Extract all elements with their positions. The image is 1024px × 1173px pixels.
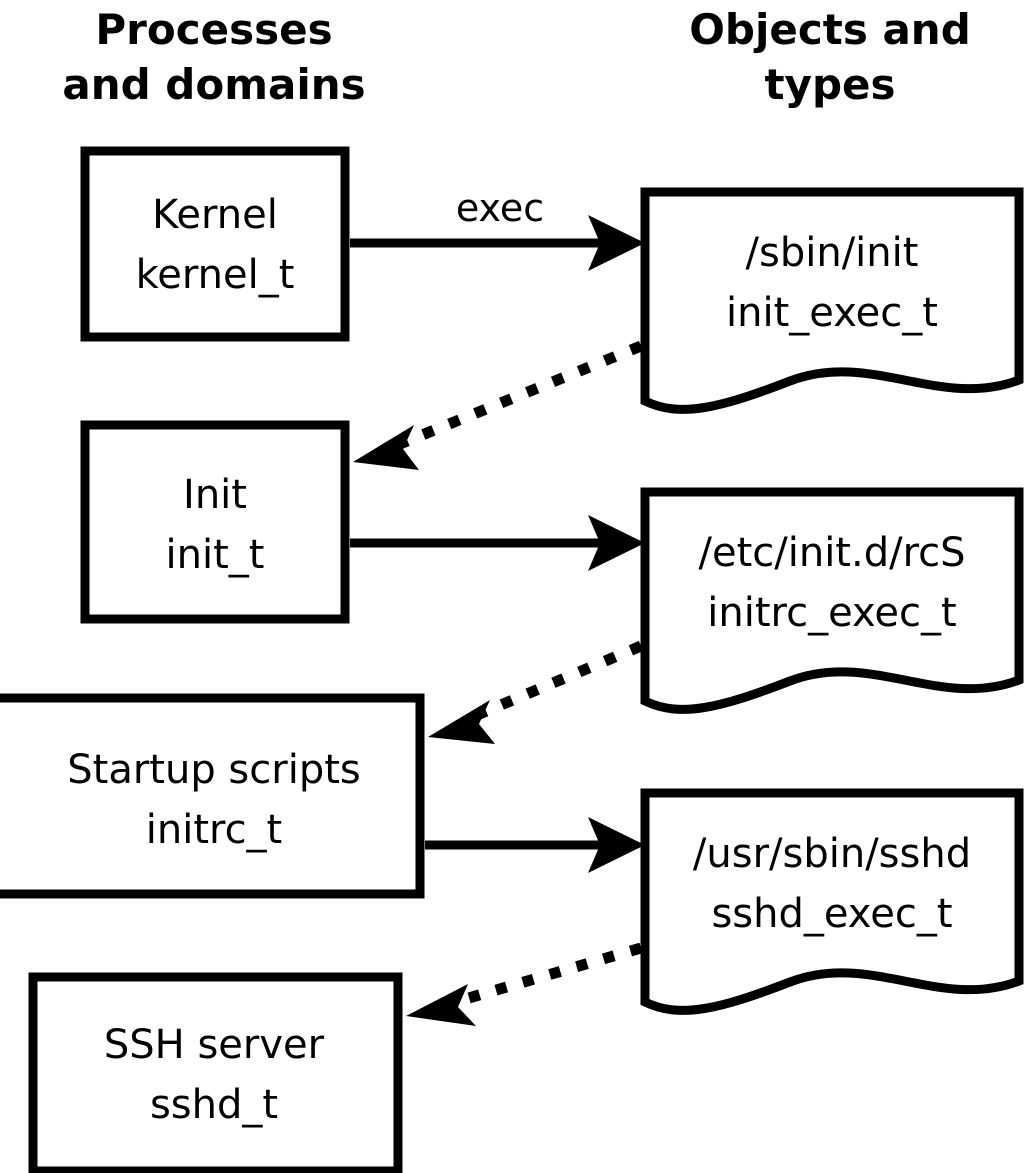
edge-init-to-initrc-exec (350, 515, 645, 571)
process-init-line1: Init (183, 472, 247, 518)
edge-label-exec: exec (456, 186, 544, 230)
arrowhead-initrc-transition (428, 700, 495, 744)
process-node-sshd[interactable]: SSH server sshd_t (28, 972, 403, 1173)
arrowhead-init-exec (588, 515, 645, 571)
process-init-line2: init_t (166, 532, 265, 578)
process-node-initrc[interactable]: Startup scripts initrc_t (0, 693, 425, 899)
process-sshd-line1: SSH server (104, 1022, 325, 1068)
header-objects-line2: types (764, 60, 895, 109)
process-kernel-line2: kernel_t (136, 252, 295, 298)
process-box-initrc[interactable] (0, 693, 425, 899)
edge-initrc-to-sshd-exec (425, 817, 645, 873)
edge-init-exec-to-init (353, 340, 644, 470)
edge-line-init-transition (397, 340, 644, 450)
edge-line-initrc-transition (474, 640, 644, 721)
object-init-exec-line1: /sbin/init (746, 230, 919, 276)
process-box-sshd[interactable] (28, 972, 403, 1173)
object-node-initrc-exec[interactable]: /etc/init.d/rcS initrc_exec_t (640, 487, 1024, 714)
process-box-kernel[interactable] (80, 146, 350, 342)
edge-kernel-to-init-exec: exec (350, 186, 645, 271)
process-sshd-line2: sshd_t (150, 1082, 278, 1128)
arrowhead-sshd-transition (406, 984, 476, 1026)
object-initrc-exec-line2: initrc_exec_t (707, 590, 956, 636)
process-kernel-line1: Kernel (152, 192, 278, 238)
header-objects-line1: Objects and (689, 5, 971, 54)
column-header-objects: Objects and types (689, 5, 971, 109)
object-sshd-exec-line1: /usr/sbin/sshd (693, 831, 971, 877)
process-initrc-line1: Startup scripts (67, 747, 360, 793)
process-node-init[interactable]: Init init_t (80, 420, 350, 624)
object-doc-init-exec[interactable] (640, 187, 1024, 414)
arrowhead-initrc-exec (588, 817, 645, 873)
edge-line-sshd-transition (453, 942, 643, 1008)
object-initrc-exec-line1: /etc/init.d/rcS (698, 530, 965, 576)
arrowhead-init-transition (353, 425, 419, 470)
process-box-init[interactable] (80, 420, 350, 624)
object-doc-initrc-exec[interactable] (640, 487, 1024, 714)
edge-initrc-exec-to-initrc (428, 640, 644, 744)
process-node-kernel[interactable]: Kernel kernel_t (80, 146, 350, 342)
header-processes-line2: and domains (62, 60, 365, 109)
object-sshd-exec-line2: sshd_exec_t (711, 891, 952, 937)
object-doc-sshd-exec[interactable] (640, 788, 1024, 1015)
object-node-sshd-exec[interactable]: /usr/sbin/sshd sshd_exec_t (640, 788, 1024, 1015)
column-header-processes: Processes and domains (62, 5, 365, 109)
arrowhead-kernel-exec (588, 215, 645, 271)
header-processes-line1: Processes (95, 5, 332, 54)
process-initrc-line2: initrc_t (146, 807, 283, 853)
edge-sshd-exec-to-sshd (406, 942, 643, 1026)
object-init-exec-line2: init_exec_t (726, 290, 938, 336)
object-node-init-exec[interactable]: /sbin/init init_exec_t (640, 187, 1024, 414)
